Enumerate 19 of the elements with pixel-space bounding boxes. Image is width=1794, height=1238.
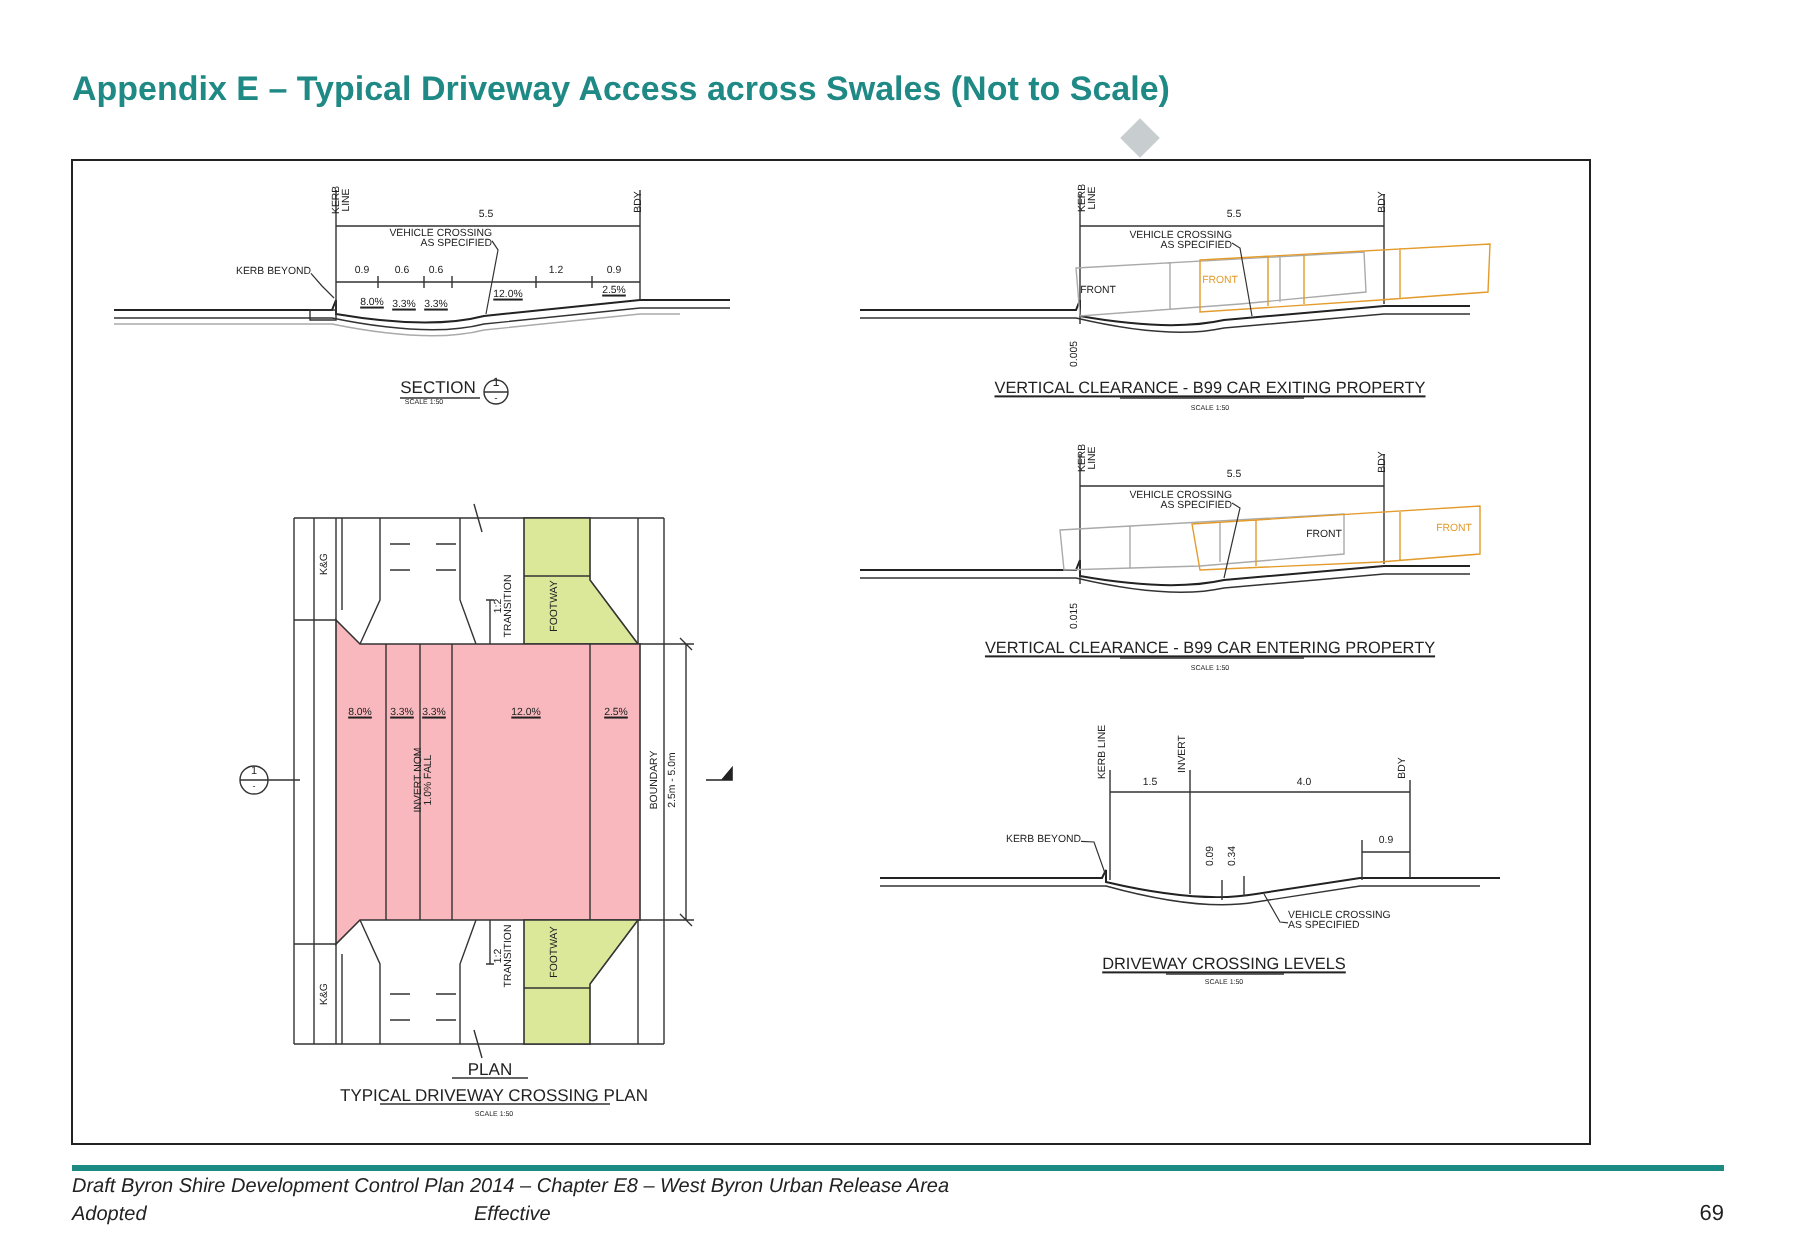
page-title: Appendix E – Typical Driveway Access across Swales (Not to Scale) bbox=[72, 72, 1170, 108]
view-title: TYPICAL DRIVEWAY CROSSING PLAN bbox=[340, 1087, 648, 1105]
footer-text: Draft Byron Shire Development Control Plan 2014 – Chapter E8 – West Byron Urban Release Area bbox=[72, 1177, 950, 1199]
leader-line bbox=[1223, 502, 1241, 579]
view-title: DRIVEWAY CROSSING LEVELS bbox=[1102, 957, 1346, 975]
footer-text: Effective bbox=[474, 1205, 551, 1227]
footer-text: Adopted bbox=[72, 1205, 147, 1227]
leader-line bbox=[310, 272, 335, 299]
view-title: VERTICAL CLEARANCE - B99 CAR ENTERING PROPERTY bbox=[984, 641, 1436, 659]
leader-line bbox=[1080, 840, 1107, 877]
footway-area bbox=[524, 518, 638, 644]
leader-line bbox=[1263, 893, 1289, 924]
leader-line bbox=[485, 240, 499, 315]
view-title: PLAN bbox=[467, 1061, 513, 1079]
leader-line bbox=[1231, 242, 1253, 317]
footway-area bbox=[524, 920, 638, 1044]
view-title: VERTICAL CLEARANCE - B99 CAR EXITING PROPERTY bbox=[994, 381, 1426, 399]
page-number: 69 bbox=[1699, 1204, 1724, 1228]
view-title: SECTION bbox=[400, 379, 476, 397]
